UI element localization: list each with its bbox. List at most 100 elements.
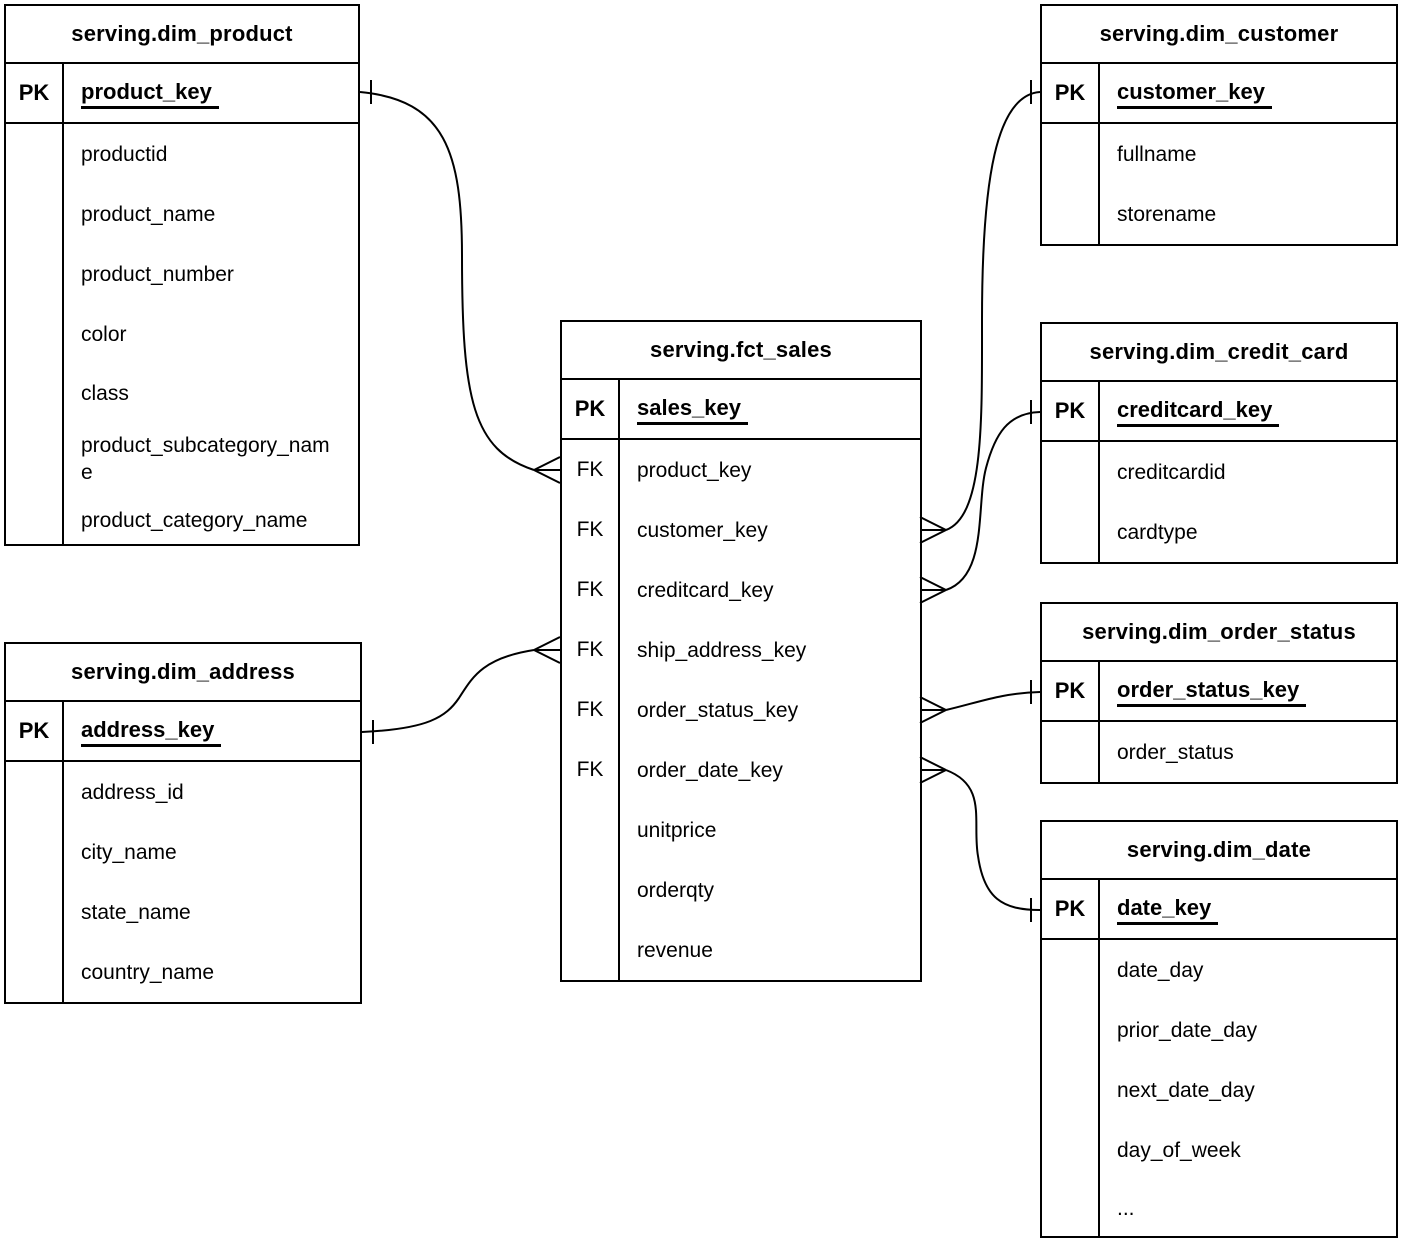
key-badge [1042, 1000, 1100, 1060]
pk-badge: PK [1042, 382, 1100, 440]
key-badge [1042, 940, 1100, 1000]
relationship-address [361, 636, 561, 744]
field-text: product_number [81, 262, 234, 286]
pk-field-name: customer_key [1100, 64, 1396, 122]
table-title: serving.dim_product [6, 6, 358, 64]
field-name: class [64, 364, 358, 422]
field-text: product_category_name [81, 508, 308, 532]
key-badge [1042, 1180, 1100, 1236]
field-row: FK customer_key [562, 500, 920, 560]
key-badge [6, 244, 64, 304]
pk-field-name: address_key [64, 702, 360, 760]
pk-field-text: product_key [81, 78, 219, 109]
key-badge [1042, 442, 1100, 502]
relationship-product [359, 80, 561, 484]
pk-badge: PK [1042, 64, 1100, 122]
relationship-line [945, 91, 1041, 531]
key-badge: FK [562, 680, 620, 740]
field-text: ship_address_key [637, 638, 807, 662]
field-text: creditcardid [1117, 460, 1226, 484]
key-badge: FK [562, 620, 620, 680]
table-title: serving.dim_order_status [1042, 604, 1396, 662]
key-badge [562, 920, 620, 980]
field-name: storename [1100, 184, 1396, 244]
field-text: creditcard_key [637, 578, 774, 602]
field-row: color [6, 304, 358, 364]
field-row: country_name [6, 942, 360, 1002]
relationship-line [945, 769, 1041, 911]
relationship-date [919, 756, 1041, 922]
field-row: productid [6, 124, 358, 184]
relationship-line [945, 411, 1041, 591]
pk-field-text: order_status_key [1117, 676, 1307, 707]
field-text: order_date_key [637, 758, 783, 782]
field-name: creditcardid [1100, 442, 1396, 502]
field-name: state_name [64, 882, 360, 942]
table-title: serving.dim_address [6, 644, 360, 702]
key-badge [1042, 722, 1100, 782]
field-name: unitprice [620, 800, 920, 860]
field-row: next_date_day [1042, 1060, 1396, 1120]
many-cardinality-crowfoot [919, 516, 947, 544]
field-text: customer_key [637, 518, 768, 542]
relationship-line [359, 91, 535, 471]
field-row: FK order_date_key [562, 740, 920, 800]
field-name: product_key [620, 440, 920, 500]
field-row: order_status [1042, 722, 1396, 782]
field-name: order_status [1100, 722, 1396, 782]
field-row: ... [1042, 1180, 1396, 1236]
field-name: ship_address_key [620, 620, 920, 680]
field-row: cardtype [1042, 502, 1396, 562]
field-name: color [64, 304, 358, 364]
key-badge [6, 822, 64, 882]
key-badge: FK [562, 500, 620, 560]
pk-field-name: order_status_key [1100, 662, 1396, 720]
field-row: orderqty [562, 860, 920, 920]
field-text: prior_date_day [1117, 1018, 1258, 1042]
many-cardinality-crowfoot [919, 756, 947, 784]
many-cardinality-crowfoot [533, 636, 561, 664]
many-cardinality-crowfoot [919, 576, 947, 604]
field-name: address_id [64, 762, 360, 822]
relationship-line [945, 691, 1041, 711]
relationship-status [919, 680, 1041, 724]
pk-field-name: date_key [1100, 880, 1396, 938]
field-row: creditcardid [1042, 442, 1396, 502]
key-badge: FK [562, 740, 620, 800]
field-text: revenue [637, 938, 713, 962]
field-name: productid [64, 124, 358, 184]
table-title: serving.dim_customer [1042, 6, 1396, 64]
field-name: city_name [64, 822, 360, 882]
pk-field-name: sales_key [620, 380, 920, 438]
field-row: revenue [562, 920, 920, 980]
key-badge [562, 800, 620, 860]
key-badge [6, 124, 64, 184]
key-badge: FK [562, 560, 620, 620]
field-text: product_key [637, 458, 752, 482]
field-text: cardtype [1117, 520, 1198, 544]
field-row: date_day [1042, 940, 1396, 1000]
pk-field-text: creditcard_key [1117, 396, 1280, 427]
field-name: cardtype [1100, 502, 1396, 562]
field-text: city_name [81, 840, 177, 864]
pk-badge: PK [6, 64, 64, 122]
field-row: prior_date_day [1042, 1000, 1396, 1060]
field-row: product_category_name [6, 496, 358, 544]
field-name: order_status_key [620, 680, 920, 740]
many-cardinality-crowfoot [919, 696, 947, 724]
field-text: next_date_day [1117, 1078, 1255, 1102]
key-badge [6, 422, 64, 496]
field-name: revenue [620, 920, 920, 980]
relationship-line [361, 649, 535, 733]
key-badge [6, 942, 64, 1002]
field-row: state_name [6, 882, 360, 942]
field-row: FK ship_address_key [562, 620, 920, 680]
field-text: class [81, 381, 129, 405]
